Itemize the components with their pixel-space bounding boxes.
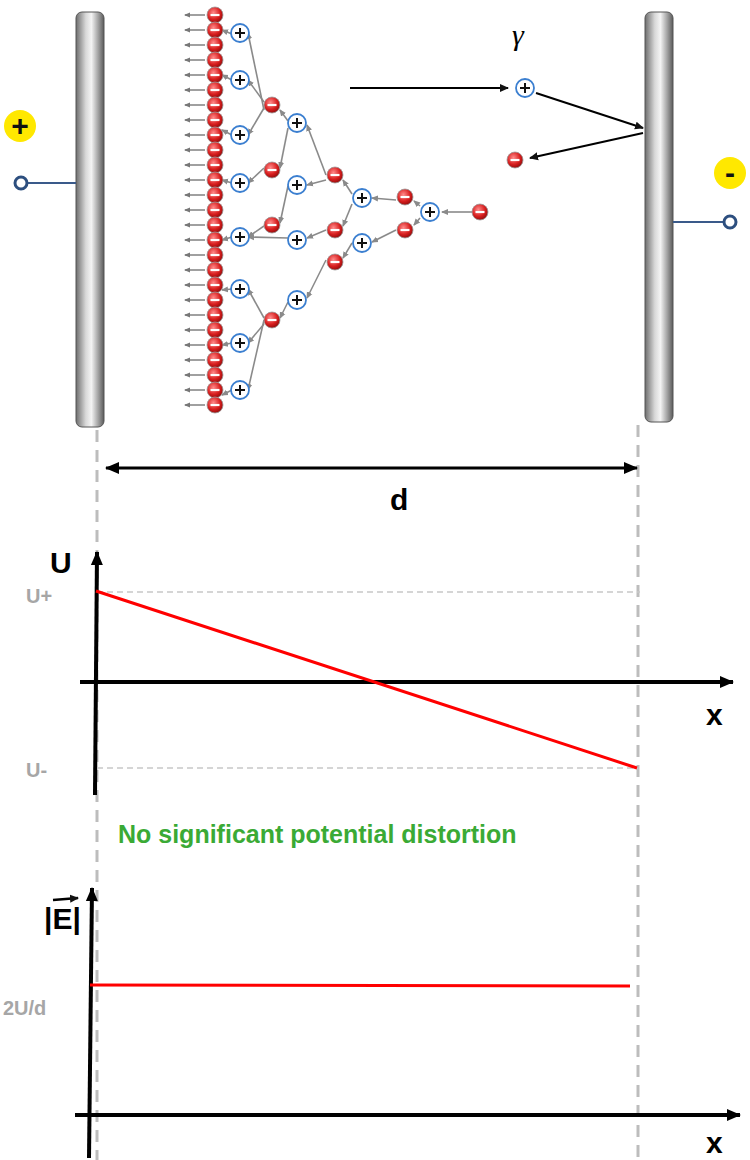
electron [207, 37, 223, 53]
axis-label: |E| [44, 904, 81, 934]
positive-ion [288, 291, 306, 309]
electron [264, 97, 280, 113]
electron [207, 142, 223, 158]
positive-ion [231, 71, 249, 89]
electron [207, 397, 223, 413]
positive-ion [231, 280, 249, 298]
positive-ion [516, 79, 534, 97]
axis-label: x [706, 1128, 723, 1158]
electron [207, 382, 223, 398]
positive-ion [231, 24, 249, 42]
electron [207, 172, 223, 188]
electron [207, 112, 223, 128]
electron [264, 162, 280, 178]
electron [207, 187, 223, 203]
electron [397, 222, 413, 238]
electron [264, 217, 280, 233]
electron [507, 152, 523, 168]
electron [327, 254, 343, 270]
positive-ion [353, 189, 371, 207]
electron [207, 307, 223, 323]
distance-label: d [390, 485, 408, 515]
positive-ion [288, 114, 306, 132]
electron [207, 322, 223, 338]
electron [207, 22, 223, 38]
axis-label: U [50, 548, 72, 578]
gamma-label: γ [512, 20, 524, 50]
positive-ion [231, 174, 249, 192]
electron [207, 52, 223, 68]
terminal-sign: - [725, 158, 735, 188]
electron [207, 292, 223, 308]
electron [327, 167, 343, 183]
electron [207, 262, 223, 278]
positive-ion [288, 176, 306, 194]
terminal-symbol: - [714, 157, 746, 189]
electron [207, 202, 223, 218]
electron [264, 312, 280, 328]
value-label: U+ [26, 586, 52, 606]
electron [207, 217, 223, 233]
electron [397, 189, 413, 205]
positive-ion [288, 231, 306, 249]
electron [327, 222, 343, 238]
positive-ion [421, 203, 439, 221]
terminal-sign: + [11, 111, 29, 141]
electron [207, 97, 223, 113]
value-label: 2U/d [3, 998, 46, 1018]
electron [207, 247, 223, 263]
axis-label: x [706, 700, 723, 730]
electron [207, 352, 223, 368]
electron [207, 277, 223, 293]
electron [207, 127, 223, 143]
positive-ion [231, 334, 249, 352]
positive-ion [231, 228, 249, 246]
electron [472, 204, 488, 220]
positive-ion [231, 126, 249, 144]
electron [207, 157, 223, 173]
note-text: No significant potential distortion [118, 822, 517, 847]
electron [207, 82, 223, 98]
terminal-symbol: + [4, 110, 36, 142]
electron [207, 337, 223, 353]
positive-ion [231, 381, 249, 399]
positive-ion [353, 234, 371, 252]
electron [207, 67, 223, 83]
electron [207, 367, 223, 383]
electron [207, 7, 223, 23]
electron [207, 232, 223, 248]
value-label: U- [26, 760, 47, 780]
